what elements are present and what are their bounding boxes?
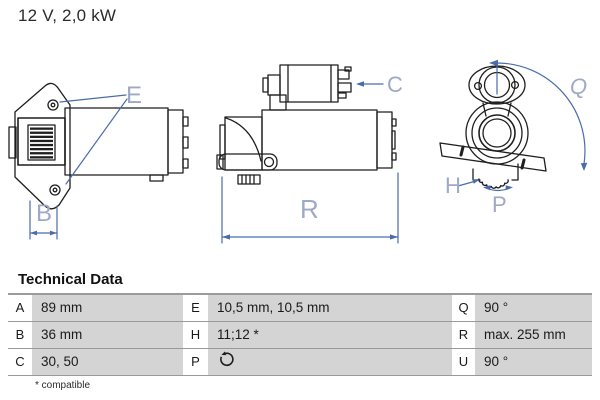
- param-key: H: [183, 322, 208, 348]
- front-view-drawing: E B: [8, 82, 189, 240]
- dim-label-b: B: [36, 200, 52, 227]
- technical-data-heading: Technical Data: [8, 268, 592, 295]
- param-key: R: [452, 322, 475, 348]
- param-key: B: [8, 322, 32, 348]
- dim-label-r: R: [300, 194, 319, 224]
- dim-label-q: Q: [570, 74, 587, 99]
- table-row: C 30, 50 P U 90 °: [8, 349, 592, 376]
- side-view-drawing: C R: [216, 64, 403, 244]
- compatibility-footnote: * compatible: [35, 380, 91, 391]
- dim-label-h: H: [445, 173, 461, 198]
- param-value: 11;12 *: [208, 322, 452, 348]
- param-value: 30, 50: [32, 349, 183, 375]
- param-value: 90 °: [475, 295, 592, 321]
- table-row: A 89 mm E 10,5 mm, 10,5 mm Q 90 °: [8, 295, 592, 322]
- rotation-direction-icon: [220, 351, 234, 367]
- param-key: U: [452, 349, 475, 375]
- dim-label-e: E: [126, 82, 142, 109]
- table-row: B 36 mm H 11;12 * R max. 255 mm: [8, 322, 592, 349]
- param-key: C: [8, 349, 32, 375]
- product-spec-title: 12 V, 2,0 kW: [18, 6, 117, 25]
- param-value: [208, 349, 452, 375]
- dim-label-p: P: [492, 192, 507, 217]
- param-key: E: [183, 295, 208, 321]
- param-key: Q: [452, 295, 475, 321]
- param-value: max. 255 mm: [475, 322, 592, 348]
- param-value: 89 mm: [32, 295, 183, 321]
- param-value: 10,5 mm, 10,5 mm: [208, 295, 452, 321]
- vent-slats: [30, 127, 53, 159]
- param-value: 90 °: [475, 349, 592, 375]
- dim-label-c: C: [387, 72, 403, 97]
- param-key: P: [183, 349, 208, 375]
- param-key: A: [8, 295, 32, 321]
- param-value: 36 mm: [32, 322, 183, 348]
- end-view-drawing: Q H P: [439, 59, 588, 217]
- technical-data-section: Technical Data A 89 mm E 10,5 mm, 10,5 m…: [8, 268, 592, 391]
